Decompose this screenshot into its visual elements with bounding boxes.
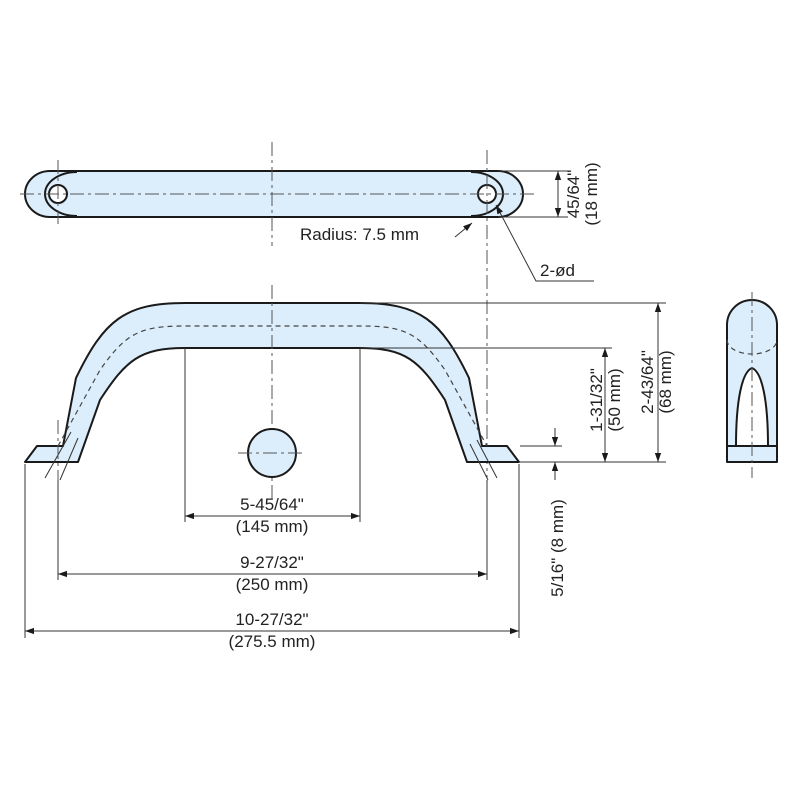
right-hole-hidden-edge-b xyxy=(469,443,489,481)
radius-label: Radius: 7.5 mm xyxy=(300,225,419,244)
overall-length-mm-label: (275.5 mm) xyxy=(229,632,316,651)
front-view-hidden-centerline xyxy=(57,325,488,447)
hole-label: 2-ød xyxy=(540,261,575,280)
base-height-label: 5/16" (8 mm) xyxy=(548,499,567,597)
overall-length-inch-label: 10-27/32" xyxy=(235,610,308,629)
hole-leader xyxy=(495,204,594,282)
right-hole-hidden-edge-a xyxy=(476,439,498,479)
side-view xyxy=(726,292,778,478)
pitch-inch-label: 9-27/32" xyxy=(240,553,304,572)
pitch-mm-label: (250 mm) xyxy=(236,575,309,594)
bar-height-inch-label: 45/64" xyxy=(564,170,583,219)
grip-width-inch-label: 5-45/64" xyxy=(240,495,304,514)
top-view: 45/64" (18 mm) Radius: 7.5 mm 2-ød xyxy=(20,142,601,478)
radius-leader xyxy=(454,222,473,238)
left-hole-hidden-edge-b xyxy=(59,437,79,481)
front-view-body xyxy=(24,302,520,463)
inner-height-inch-label: 1-31/32" xyxy=(587,368,606,432)
bar-height-mm-label: (18 mm) xyxy=(582,162,601,225)
total-height-inch-label: 2-43/64" xyxy=(638,350,657,414)
total-height-mm-label: (68 mm) xyxy=(656,350,675,413)
grip-width-mm-label: (145 mm) xyxy=(236,517,309,536)
inner-height-mm-label: (50 mm) xyxy=(605,368,624,431)
front-view: 1-31/32" (50 mm) 2-43/64" (68 mm) 5/16" … xyxy=(24,285,675,651)
